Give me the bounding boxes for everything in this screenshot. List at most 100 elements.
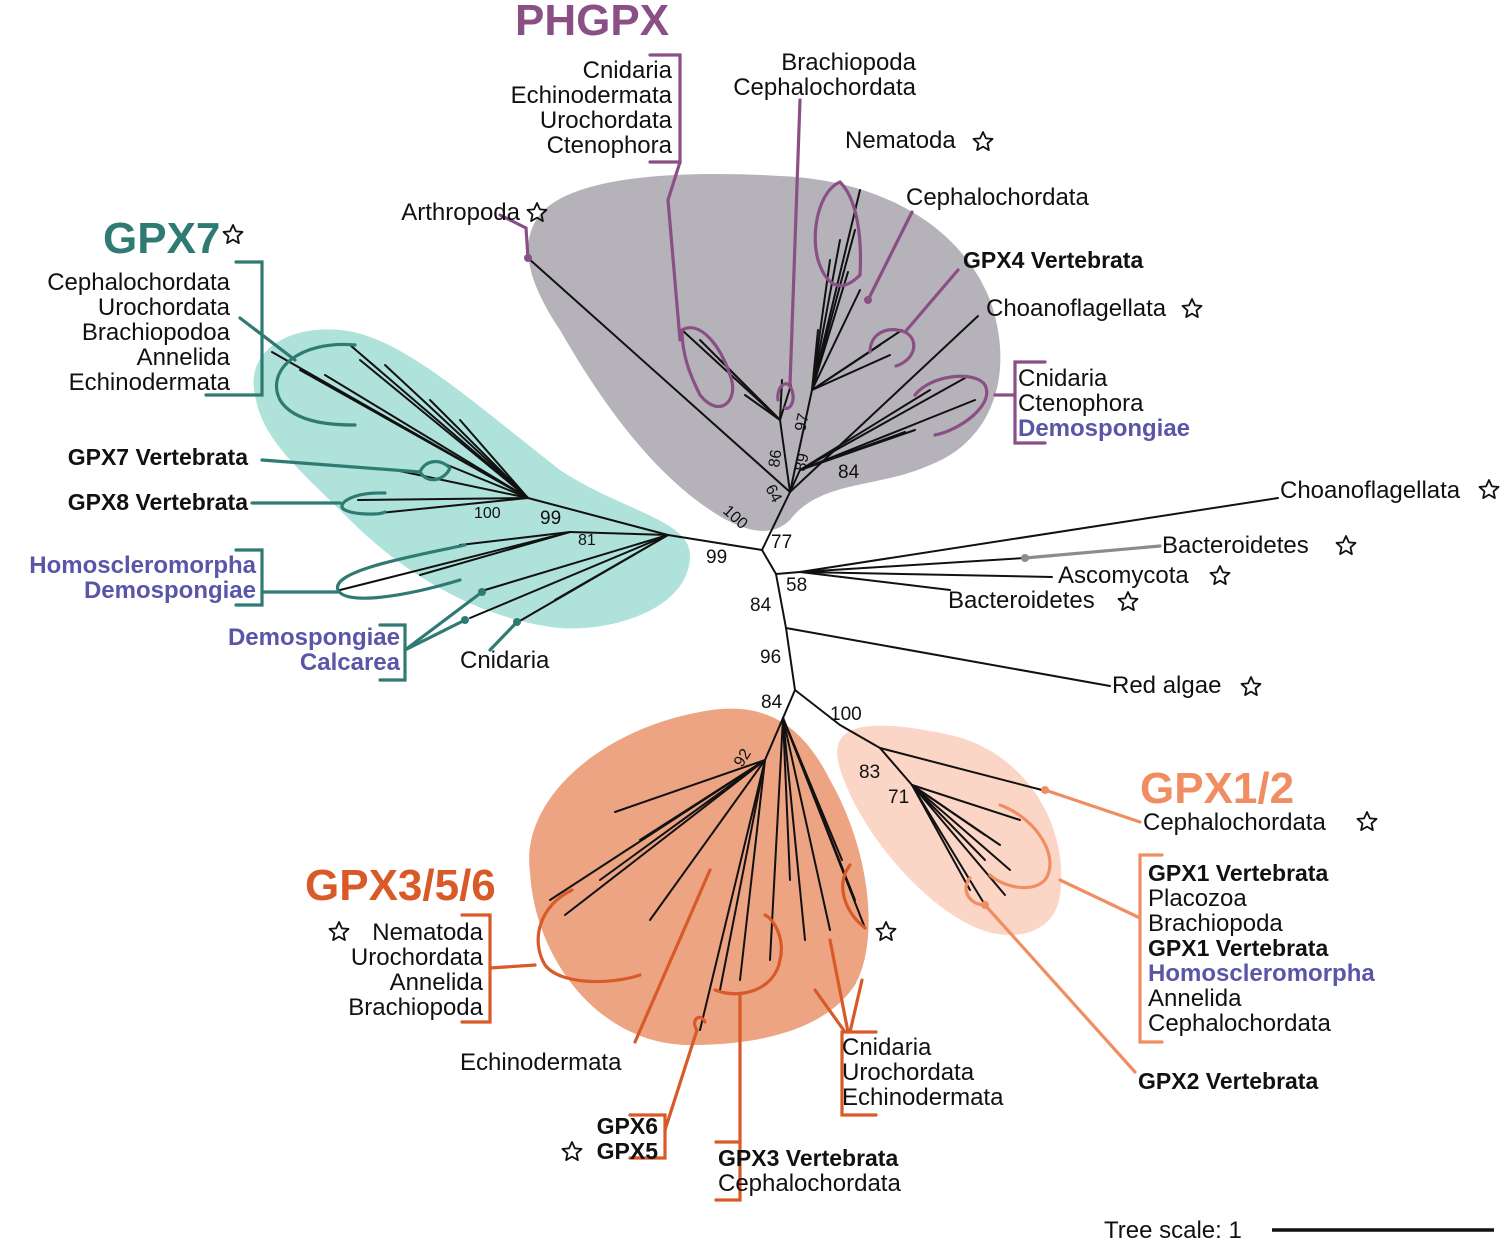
gpx7-sponge-label: Demospongiae <box>228 624 400 651</box>
gpx12-bracket-label: GPX1 Vertebrata <box>1148 860 1328 886</box>
gpx7-star-icon <box>222 224 244 245</box>
gpx12-cephalo-label: Cephalochordata <box>1143 809 1326 836</box>
bacteroidetes-b-star-icon <box>1117 591 1139 611</box>
gpx356-annotations <box>460 863 878 1202</box>
phgpx-bracket-label: Cnidaria <box>583 57 673 84</box>
nematoda-star-icon <box>972 131 994 152</box>
gpx2-vertebrata-label: GPX2 Vertebrata <box>1138 1068 1318 1094</box>
support-value: 64 <box>761 482 784 506</box>
support-value: 100 <box>830 704 862 725</box>
support-value: 100 <box>474 505 501 522</box>
gpx356-bracket-label: Urochordata <box>351 944 484 971</box>
support-value: 58 <box>786 575 807 596</box>
phgpx-bracket-label: Urochordata <box>540 107 673 134</box>
gpx12-annotations <box>964 786 1164 1074</box>
outgroup-bacteroidetes-label: Bacteroidetes <box>1162 532 1309 559</box>
gpx7-labels: Cephalochordata Urochordata Brachiopodoa… <box>29 269 550 676</box>
support-value: 96 <box>760 647 781 668</box>
support-value: 89 <box>792 452 812 473</box>
gpx7-bracket-label: Annelida <box>137 344 231 371</box>
gpx7-bracket-label: Urochordata <box>98 294 231 321</box>
gpx4-vertebrata-label: GPX4 Vertebrata <box>963 247 1143 273</box>
outgroup-ascomycota-label: Ascomycota <box>1058 562 1189 589</box>
support-value: 84 <box>838 462 860 483</box>
phgpx-annotations <box>498 53 1047 445</box>
gpx7-vertebrata-label: GPX7 Vertebrata <box>68 444 248 470</box>
support-value: 84 <box>761 692 783 713</box>
support-value: 86 <box>766 448 785 468</box>
gpx356-bracket-label: Brachiopoda <box>348 994 483 1021</box>
gpx7-bracket-label: Echinodermata <box>69 369 231 396</box>
support-value: 71 <box>888 787 909 808</box>
support-value: 97 <box>792 412 812 433</box>
gpx6-label: GPX6 <box>597 1113 658 1139</box>
gpx7-bracket-label: Cephalochordata <box>47 269 230 296</box>
gpx5-label: GPX5 <box>597 1138 659 1164</box>
phgpx-right-label: Ctenophora <box>1018 390 1144 417</box>
gpx356-bracket-label: Annelida <box>390 969 484 996</box>
phgpx-clade-shading <box>528 173 1001 531</box>
gpx12-bracket-label: Cephalochordata <box>1148 1010 1331 1037</box>
phgpx-branches <box>527 189 979 493</box>
gpx7-sponge-label: Homoscleromorpha <box>29 552 256 579</box>
phgpx-right-label: Cnidaria <box>1018 365 1108 392</box>
outgroup-choano-label: Choanoflagellata <box>1280 477 1461 504</box>
support-value: 83 <box>859 762 880 783</box>
ascomycota-star-icon <box>1209 565 1231 585</box>
phgpx-cephalo-label: Cephalochordata <box>906 184 1089 211</box>
phgpx-nematoda-label: Nematoda <box>845 127 956 154</box>
support-value: 99 <box>540 508 561 529</box>
phgpx-right-sponge-label: Demospongiae <box>1018 415 1190 442</box>
support-value: 99 <box>706 547 727 568</box>
support-values: 100 64 86 89 97 84 77 100 99 81 99 58 84… <box>474 412 909 808</box>
gpx7-annotations <box>204 260 521 682</box>
outgroup-branches <box>785 497 1279 687</box>
support-value: 81 <box>578 532 596 549</box>
gpx8-vertebrata-label: GPX8 Vertebrata <box>68 489 248 515</box>
gpx356-branches <box>549 717 866 1031</box>
outgroup-choano-star-icon <box>1478 479 1500 500</box>
phgpx-arthropoda-label: Arthropoda <box>401 199 520 226</box>
tree-scale-label: Tree scale: 1 <box>1104 1217 1242 1244</box>
phgpx-bracket-label: Echinodermata <box>511 82 673 109</box>
gpx356-clade-star-icon <box>875 921 897 941</box>
gpx7-sponge-label: Calcarea <box>300 649 401 676</box>
gpx7-branches <box>271 344 669 623</box>
gpx356-bracket-label: Nematoda <box>372 919 483 946</box>
gpx12-bracket-label: Placozoa <box>1148 885 1247 912</box>
gpx356-labels: Nematoda Urochordata Annelida Brachiopod… <box>328 919 1004 1197</box>
gpx356-clade-shading <box>529 708 869 1045</box>
phgpx-bracket-label: Ctenophora <box>547 132 673 159</box>
gpx12-bracket-label: Annelida <box>1148 985 1242 1012</box>
phgpx-title: PHGPX <box>515 0 669 45</box>
gpx12-bracket-label: Brachiopoda <box>1148 910 1283 937</box>
support-value: 92 <box>731 746 755 770</box>
gpx12-title: GPX1/2 <box>1140 764 1294 813</box>
gpx356-right-label: Cnidaria <box>842 1034 932 1061</box>
gpx12-labels: Cephalochordata GPX1 Vertebrata Placozoa… <box>1138 809 1378 1094</box>
gpx356-right-label: Urochordata <box>842 1059 975 1086</box>
outgroup-red-algae-label: Red algae <box>1112 672 1221 699</box>
gpx356-title: GPX3/5/6 <box>305 861 496 910</box>
outgroup-labels: Choanoflagellata Bacteroidetes Ascomycot… <box>948 477 1500 699</box>
phgpx-labels: Cnidaria Echinodermata Urochordata Cteno… <box>401 49 1203 442</box>
gpx356-right-label: Echinodermata <box>842 1084 1004 1111</box>
gpx7-cnidaria-label: Cnidaria <box>460 647 550 674</box>
gpx12-cephalo-star-icon <box>1356 811 1378 831</box>
gpx3-vertebrata-label: GPX3 Vertebrata <box>718 1145 898 1171</box>
backbone <box>667 491 841 726</box>
phgpx-brachiopoda-label: Brachiopoda <box>781 49 916 76</box>
choano-star-icon <box>1181 298 1203 319</box>
gpx5-star-icon <box>561 1141 583 1161</box>
red-algae-star-icon <box>1240 676 1262 696</box>
phgpx-choano-label: Choanoflagellata <box>986 295 1167 322</box>
outgroup-bacteroidetes-label: Bacteroidetes <box>948 587 1095 614</box>
support-value: 77 <box>771 532 792 553</box>
gpx356-echinodermata-label: Echinodermata <box>460 1049 622 1076</box>
gpx3-cephalo-label: Cephalochordata <box>718 1170 901 1197</box>
gpx12-bracket-label: GPX1 Vertebrata <box>1148 935 1328 961</box>
gpx7-title: GPX7 <box>103 214 220 263</box>
gpx7-bracket-label: Brachiopodoa <box>82 319 231 346</box>
nematoda-gpx356-star-icon <box>328 921 350 941</box>
